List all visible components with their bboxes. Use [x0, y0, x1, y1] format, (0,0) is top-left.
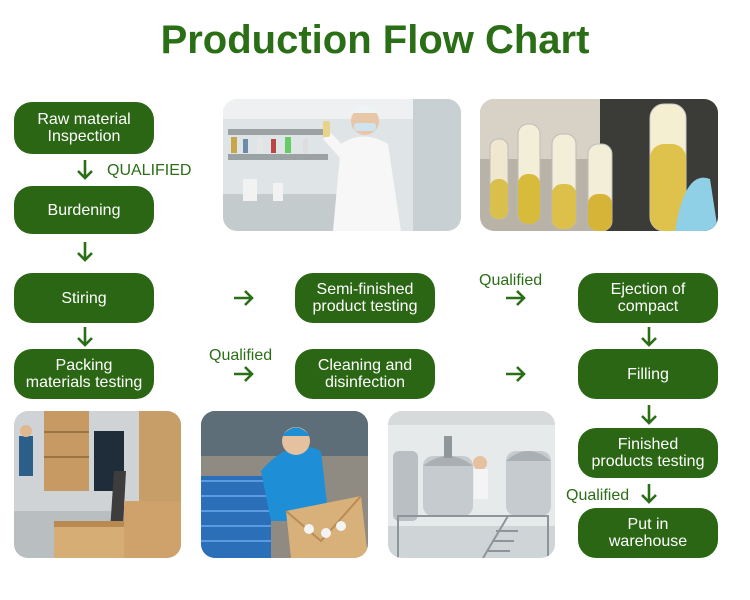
step-stiring: Stiring	[14, 273, 154, 323]
arrow-right-icon	[506, 290, 526, 306]
step-finished-products-testing: Finished products testing	[578, 428, 718, 478]
step-put-in-warehouse: Put in warehouse	[578, 508, 718, 558]
qualified-label: Qualified	[566, 487, 630, 504]
arrow-right-icon	[234, 290, 254, 306]
test-tubes-photo	[480, 99, 718, 231]
step-burdening: Burdening	[14, 186, 154, 234]
qualified-label: Qualified	[209, 347, 273, 364]
arrow-right-icon	[506, 366, 526, 382]
mixing-tanks-photo	[388, 411, 555, 558]
arrow-down-icon	[77, 160, 93, 180]
step-cleaning-and-disinfection: Cleaning and disinfection	[295, 349, 435, 399]
step-raw-material-inspection: Raw material Inspection	[14, 102, 154, 154]
step-semi-finished-product-testing: Semi-finished product testing	[295, 273, 435, 323]
packing-worker-photo	[201, 411, 368, 558]
arrow-down-icon	[77, 327, 93, 347]
step-filling: Filling	[578, 349, 718, 399]
qualified-label: QUALIFIED	[107, 162, 192, 179]
page-title: Production Flow Chart	[160, 18, 590, 62]
arrow-down-icon	[641, 484, 657, 504]
warehouse-boxes-photo	[14, 411, 181, 558]
lab-technician-photo	[223, 99, 461, 231]
step-packing-materials-testing: Packing materials testing	[14, 349, 154, 399]
step-ejection-of-compact: Ejection of compact	[578, 273, 718, 323]
arrow-right-icon	[234, 366, 254, 382]
arrow-down-icon	[77, 242, 93, 262]
arrow-down-icon	[641, 405, 657, 425]
arrow-down-icon	[641, 327, 657, 347]
qualified-label: Qualified	[479, 272, 543, 289]
